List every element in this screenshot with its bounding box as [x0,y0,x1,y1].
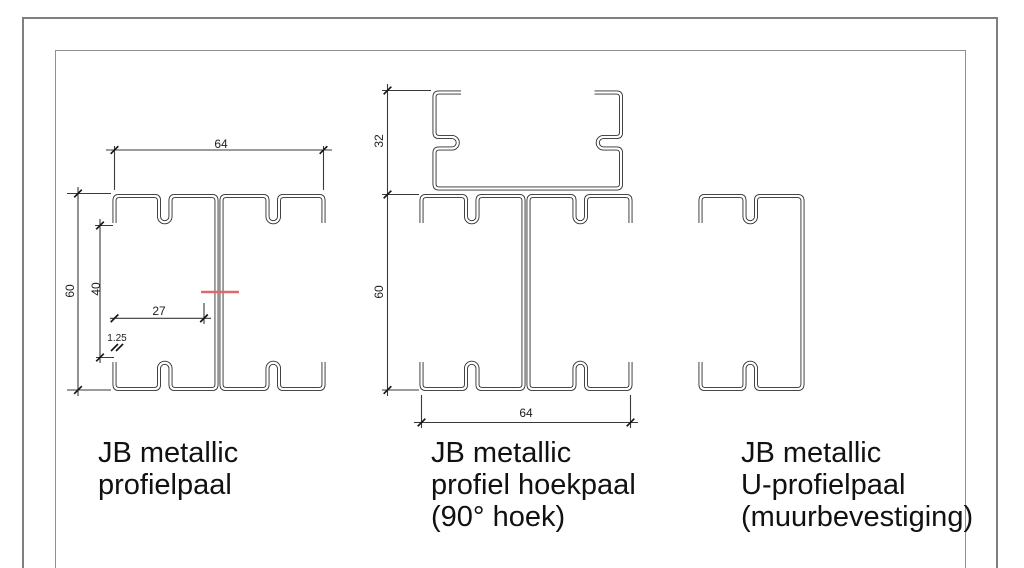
page-border-inner [55,50,966,568]
caption-line: JB metallic [431,437,572,469]
dim-label-width-2: 64 [519,406,533,420]
dim-label-sheet-thickness: 1.25 [107,333,127,344]
caption-line: profiel hoekpaal [431,469,636,501]
caption-profiel-hoekpaal: JB metallic profiel hoekpaal (90° hoek) [431,437,636,533]
dimension-lines [67,84,638,428]
caption-line: profielpaal [98,469,232,501]
caption-line: U-profielpaal [741,469,906,501]
caption-profielpaal: JB metallic profielpaal [98,437,238,501]
caption-u-profielpaal: JB metallic U-profielpaal (muurbevestigi… [741,437,973,533]
dim-label-width-1: 64 [214,137,228,151]
dim-label-height-2: 60 [372,285,386,299]
dim-label-opening-height: 40 [89,282,103,296]
dim-label-height-1: 60 [63,284,77,298]
caption-line: (90° hoek) [431,501,566,533]
caption-line: JB metallic [741,437,882,469]
page-border-outer [22,17,998,568]
profile-hoekpaal [419,90,633,391]
dim-label-web-offset: 27 [152,304,166,318]
profile-u-profielpaal [698,194,805,391]
caption-line: (muurbevestiging) [741,501,974,533]
caption-line: JB metallic [98,437,239,469]
dim-label-cap-height: 32 [372,134,386,148]
